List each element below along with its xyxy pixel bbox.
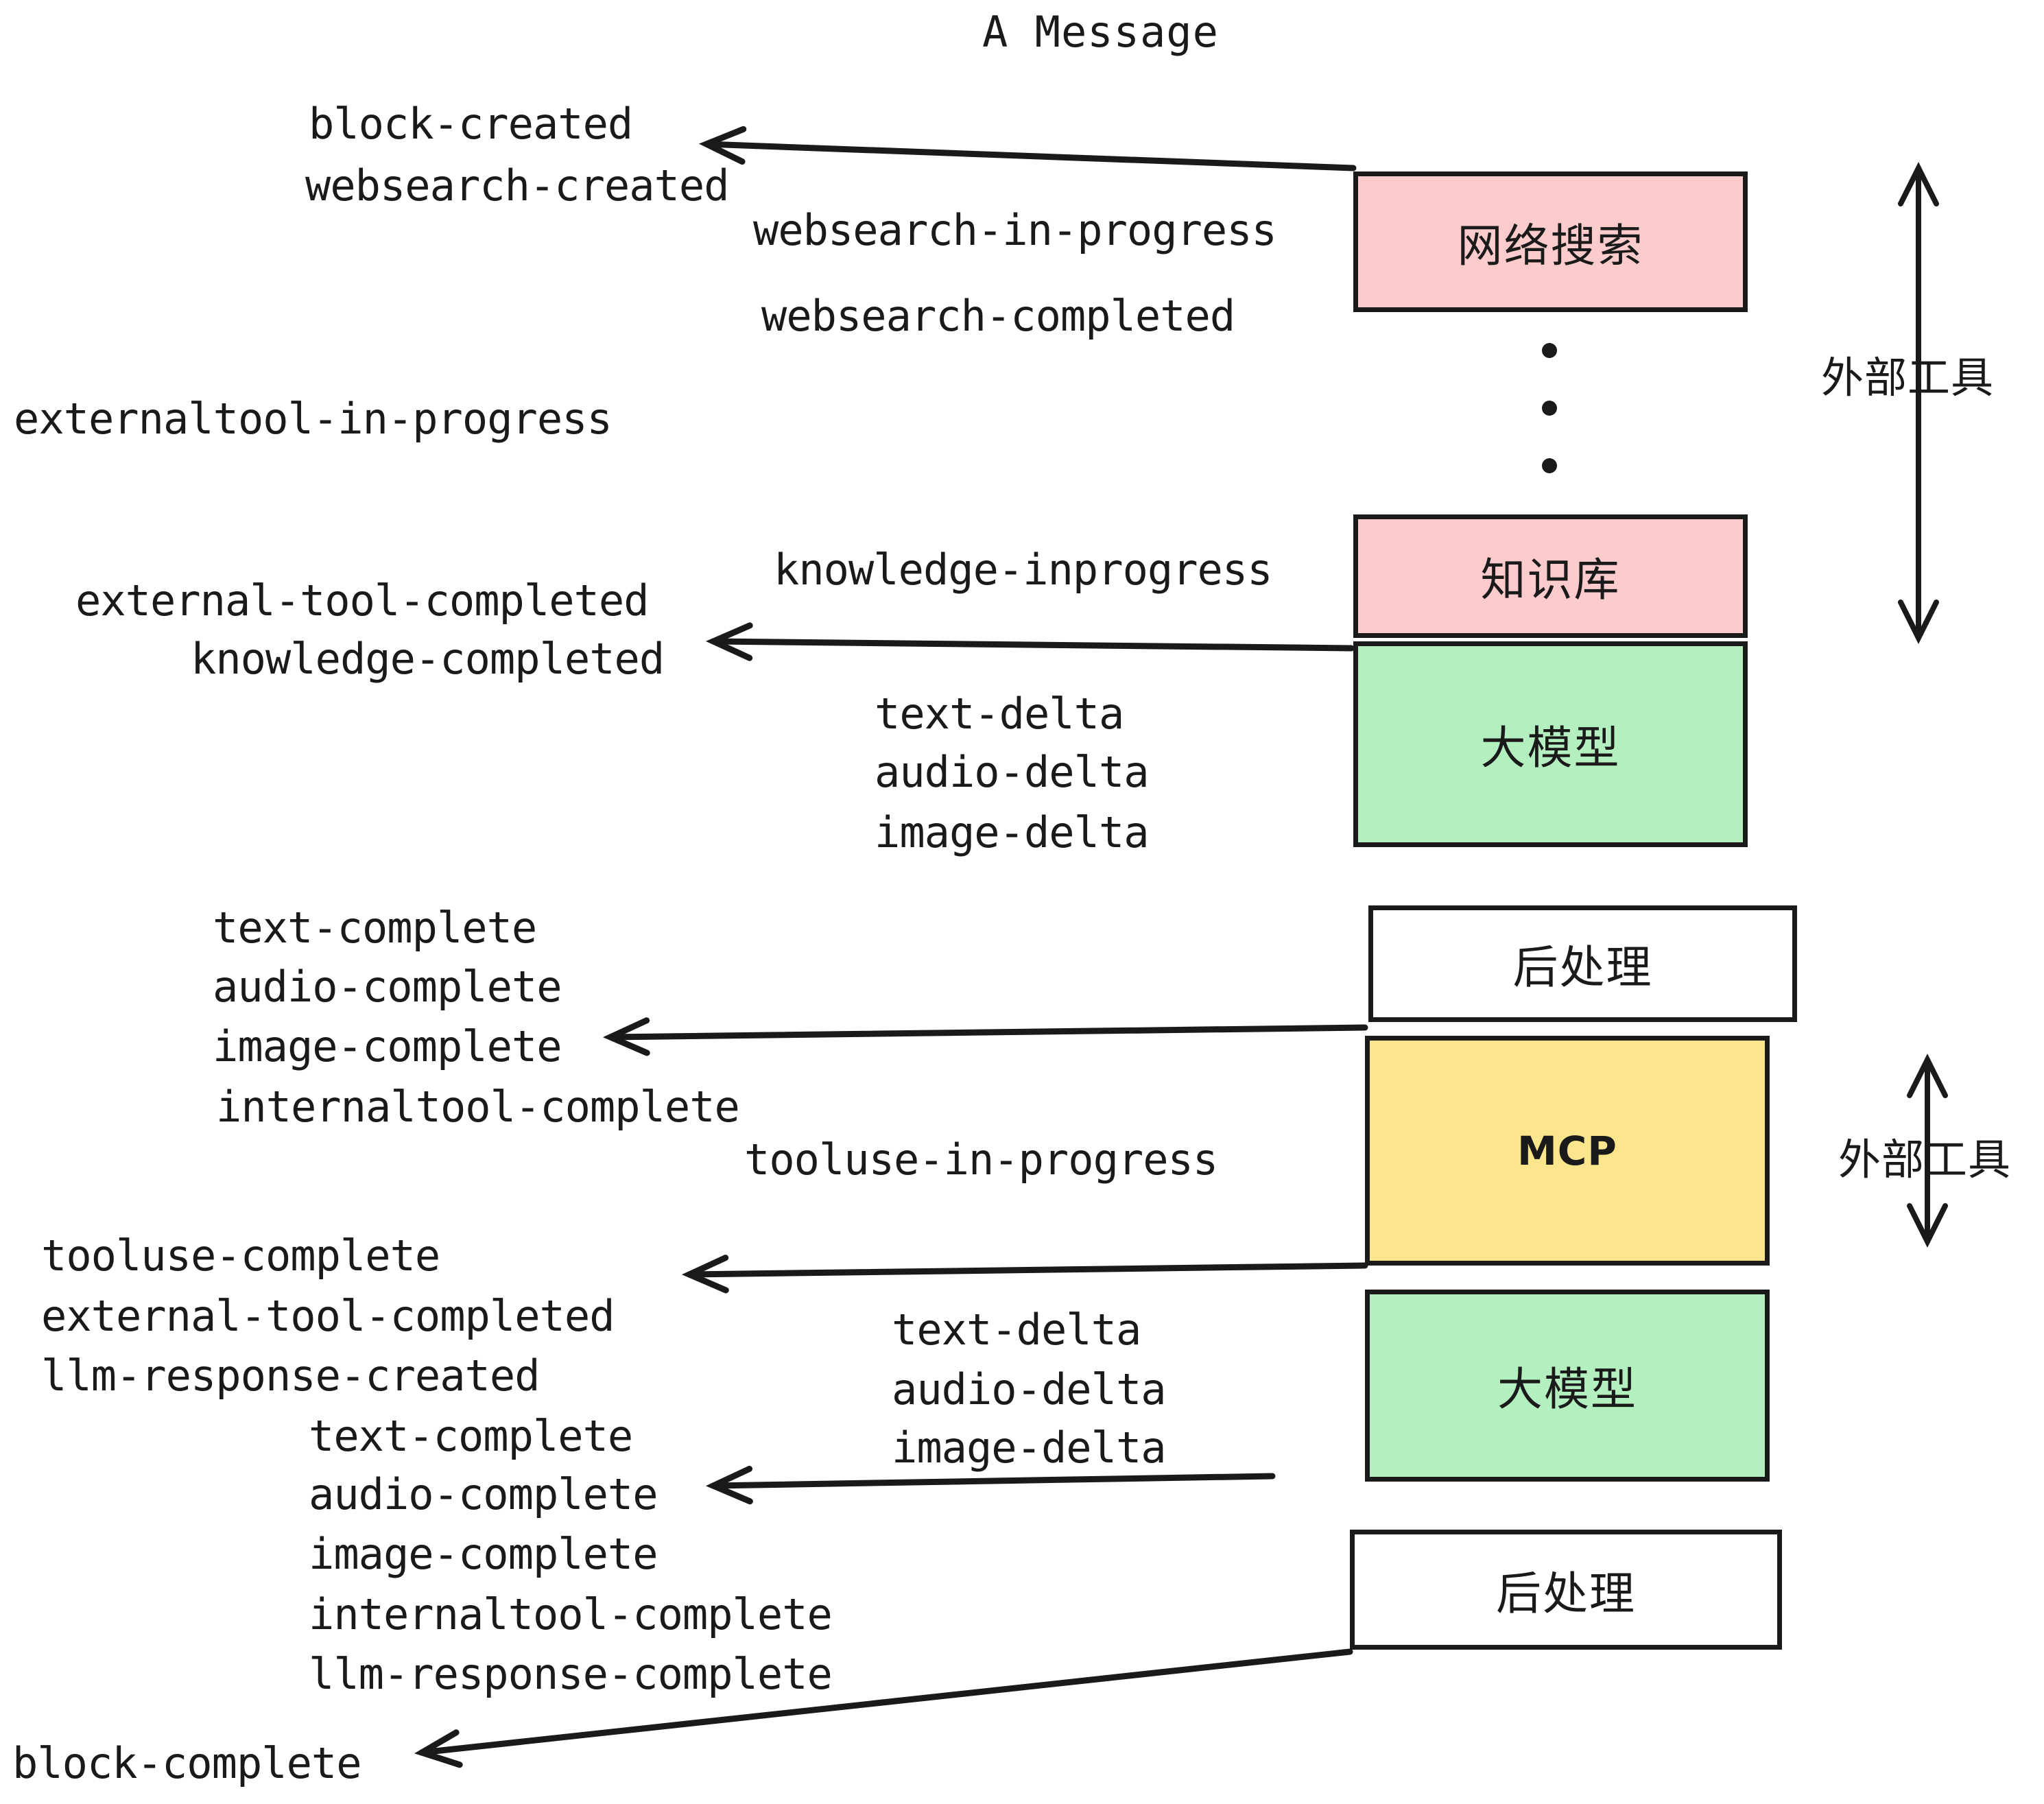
knowledge-completed-return-head bbox=[705, 622, 753, 661]
event-label: text-complete bbox=[309, 1411, 633, 1461]
page-title: A Message bbox=[982, 7, 1219, 57]
event-label: llm-response-complete bbox=[309, 1649, 833, 1699]
ellipsis-dots bbox=[1542, 343, 1557, 473]
websearch-created-return-head bbox=[698, 126, 747, 165]
event-label: external-tool-completed bbox=[75, 575, 650, 626]
component-box: 后处理 bbox=[1350, 1530, 1782, 1650]
component-box: 知识库 bbox=[1353, 514, 1748, 638]
event-label: audio-delta bbox=[892, 1364, 1167, 1414]
event-label: llm-response-created bbox=[41, 1351, 540, 1401]
audio-complete-return bbox=[710, 1473, 1276, 1489]
external-tool-scope-top-head bbox=[1898, 600, 1939, 644]
event-label: block-created bbox=[309, 99, 633, 149]
component-box: MCP bbox=[1365, 1036, 1770, 1266]
block-complete-return-head bbox=[414, 1729, 463, 1768]
event-label: internaltool-complete bbox=[309, 1589, 833, 1639]
scope-label: 外部工具 bbox=[1838, 1135, 2012, 1185]
component-box: 大模型 bbox=[1365, 1290, 1770, 1482]
event-label: knowledge-completed bbox=[191, 634, 665, 684]
component-box: 网络搜索 bbox=[1353, 171, 1748, 312]
event-label: text-delta bbox=[892, 1305, 1141, 1355]
event-label: websearch-completed bbox=[761, 291, 1235, 341]
image-complete-return-head bbox=[602, 1017, 650, 1056]
ellipsis-dot bbox=[1542, 343, 1557, 358]
ellipsis-dot bbox=[1542, 401, 1557, 416]
event-label: external-tool-completed bbox=[41, 1291, 615, 1341]
tooluse-complete-return-head bbox=[681, 1255, 729, 1294]
external-tool-scope-bottom-head bbox=[1907, 1054, 1948, 1098]
event-label: text-delta bbox=[875, 689, 1124, 739]
event-label: websearch-in-progress bbox=[753, 205, 1277, 255]
event-label: knowledge-inprogress bbox=[774, 545, 1273, 595]
event-label: internaltool-complete bbox=[216, 1082, 740, 1132]
websearch-created-return bbox=[703, 141, 1357, 171]
tooluse-complete-return bbox=[686, 1262, 1368, 1278]
image-complete-return bbox=[607, 1024, 1368, 1041]
knowledge-completed-return bbox=[710, 638, 1355, 652]
event-label: audio-complete bbox=[309, 1469, 658, 1519]
event-label: tooluse-in-progress bbox=[744, 1135, 1218, 1185]
event-label: websearch-created bbox=[305, 161, 730, 211]
event-label: image-complete bbox=[213, 1021, 562, 1071]
component-box: 后处理 bbox=[1368, 905, 1797, 1022]
event-label: image-complete bbox=[309, 1529, 658, 1579]
event-label: image-delta bbox=[875, 807, 1150, 857]
audio-complete-return-head bbox=[705, 1465, 753, 1505]
event-label: audio-delta bbox=[875, 747, 1150, 797]
event-label: audio-complete bbox=[213, 962, 562, 1012]
event-label: image-delta bbox=[892, 1423, 1167, 1473]
event-label: tooluse-complete bbox=[41, 1231, 440, 1281]
ellipsis-dot bbox=[1542, 458, 1557, 473]
external-tool-scope-bottom-head bbox=[1907, 1203, 1948, 1248]
component-box: 大模型 bbox=[1353, 641, 1748, 847]
event-label: block-complete bbox=[12, 1738, 362, 1788]
scope-label: 外部工具 bbox=[1821, 353, 1995, 403]
external-tool-scope-top-head bbox=[1898, 162, 1939, 206]
event-label: externaltool-in-progress bbox=[14, 394, 613, 444]
event-label: text-complete bbox=[213, 903, 537, 953]
